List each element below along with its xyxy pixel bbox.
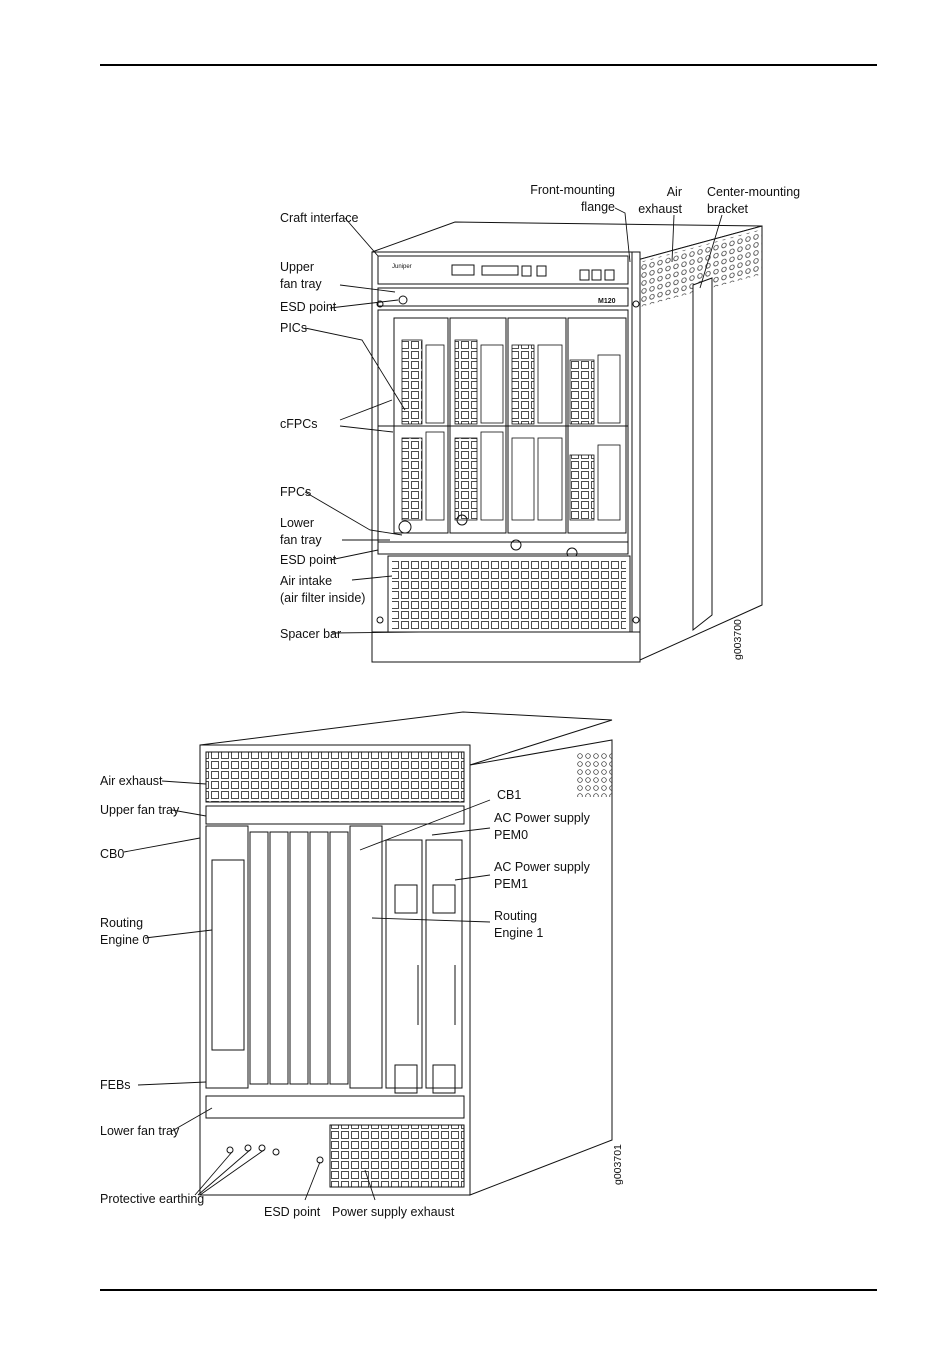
page-header-rule <box>100 64 877 66</box>
front-chassis: Juniper M120 <box>371 221 763 663</box>
label-protective-earthing: Protective earthing <box>100 1192 205 1206</box>
label-upper-fan-tray-line2: fan tray <box>280 277 322 291</box>
label-air-intake-line1: Air intake <box>280 574 333 588</box>
label-craft-interface: Craft interface <box>280 211 359 225</box>
label-power-supply-exhaust: Power supply exhaust <box>332 1205 455 1219</box>
label-center-mounting-bracket-line2: bracket <box>707 202 748 216</box>
lower-fan-tray <box>377 541 629 555</box>
label-routing-engine-0-line1: Routing <box>100 916 144 930</box>
label-fpcs: FPCs <box>280 485 312 499</box>
pem1 <box>425 839 463 1089</box>
label-front-mounting-flange-line2: flange <box>580 200 615 214</box>
label-esd-point-lower: ESD point <box>280 553 337 567</box>
label-routing-engine-0-line2: Engine 0 <box>100 933 150 947</box>
label-lower-fan-tray-line2: fan tray <box>280 533 322 547</box>
label-air-intake-line2: (air filter inside) <box>280 591 366 605</box>
front-leader-lines <box>304 207 723 634</box>
label-upper-fan-tray-line1: Upper <box>280 260 315 274</box>
center-mounting-bracket <box>692 277 713 632</box>
model-badge: M120 <box>598 298 616 305</box>
label-rear-air-exhaust: Air exhaust <box>100 774 163 788</box>
label-lower-fan-tray-line1: Lower <box>280 516 315 530</box>
label-air-exhaust-front-line1: Air <box>666 185 682 199</box>
rear-lower-fan-tray <box>205 1095 465 1119</box>
figure-id-front: g003700 <box>732 619 744 660</box>
label-air-exhaust-front-line2: exhaust <box>638 202 682 216</box>
label-esd-point-upper: ESD point <box>280 300 337 314</box>
spacer-bar <box>371 631 641 663</box>
label-cb0: CB0 <box>100 847 125 861</box>
label-ac-pem1-line2: PEM1 <box>494 877 529 891</box>
label-ac-pem0-line1: AC Power supply <box>494 811 590 825</box>
label-rear-esd-point: ESD point <box>264 1205 321 1219</box>
power-supply-exhaust <box>329 1124 465 1188</box>
rear-upper-fan-tray <box>205 805 465 825</box>
label-rear-upper-fan-tray: Upper fan tray <box>100 803 180 817</box>
figure-id-rear: g003701 <box>612 1144 624 1185</box>
label-pics: PICs <box>280 321 308 335</box>
rear-re1 <box>349 825 383 1089</box>
label-cfpcs: cFPCs <box>280 417 318 431</box>
label-spacer-bar: Spacer bar <box>280 627 342 641</box>
page-footer-rule <box>100 1289 877 1291</box>
label-front-mounting-flange-line1: Front-mounting <box>530 183 615 197</box>
label-routing-engine-1-line2: Engine 1 <box>494 926 544 940</box>
label-cb1: CB1 <box>497 788 522 802</box>
label-febs: FEBs <box>100 1078 131 1092</box>
label-routing-engine-1-line1: Routing <box>494 909 538 923</box>
rear-face <box>199 744 471 1196</box>
label-center-mounting-bracket-line1: Center-mounting <box>707 185 801 199</box>
label-ac-pem0-line2: PEM0 <box>494 828 529 842</box>
rear-re0 <box>205 825 249 1089</box>
rear-air-exhaust <box>205 751 465 803</box>
upper-fan-tray <box>377 287 629 307</box>
brand-logo: Juniper <box>392 264 412 270</box>
pem0 <box>385 839 423 1089</box>
label-rear-lower-fan-tray: Lower fan tray <box>100 1124 180 1138</box>
rear-chassis <box>199 711 613 1196</box>
label-ac-pem1-line1: AC Power supply <box>494 860 590 874</box>
rear-leader-lines <box>123 780 491 1201</box>
craft-interface-panel <box>377 255 629 285</box>
